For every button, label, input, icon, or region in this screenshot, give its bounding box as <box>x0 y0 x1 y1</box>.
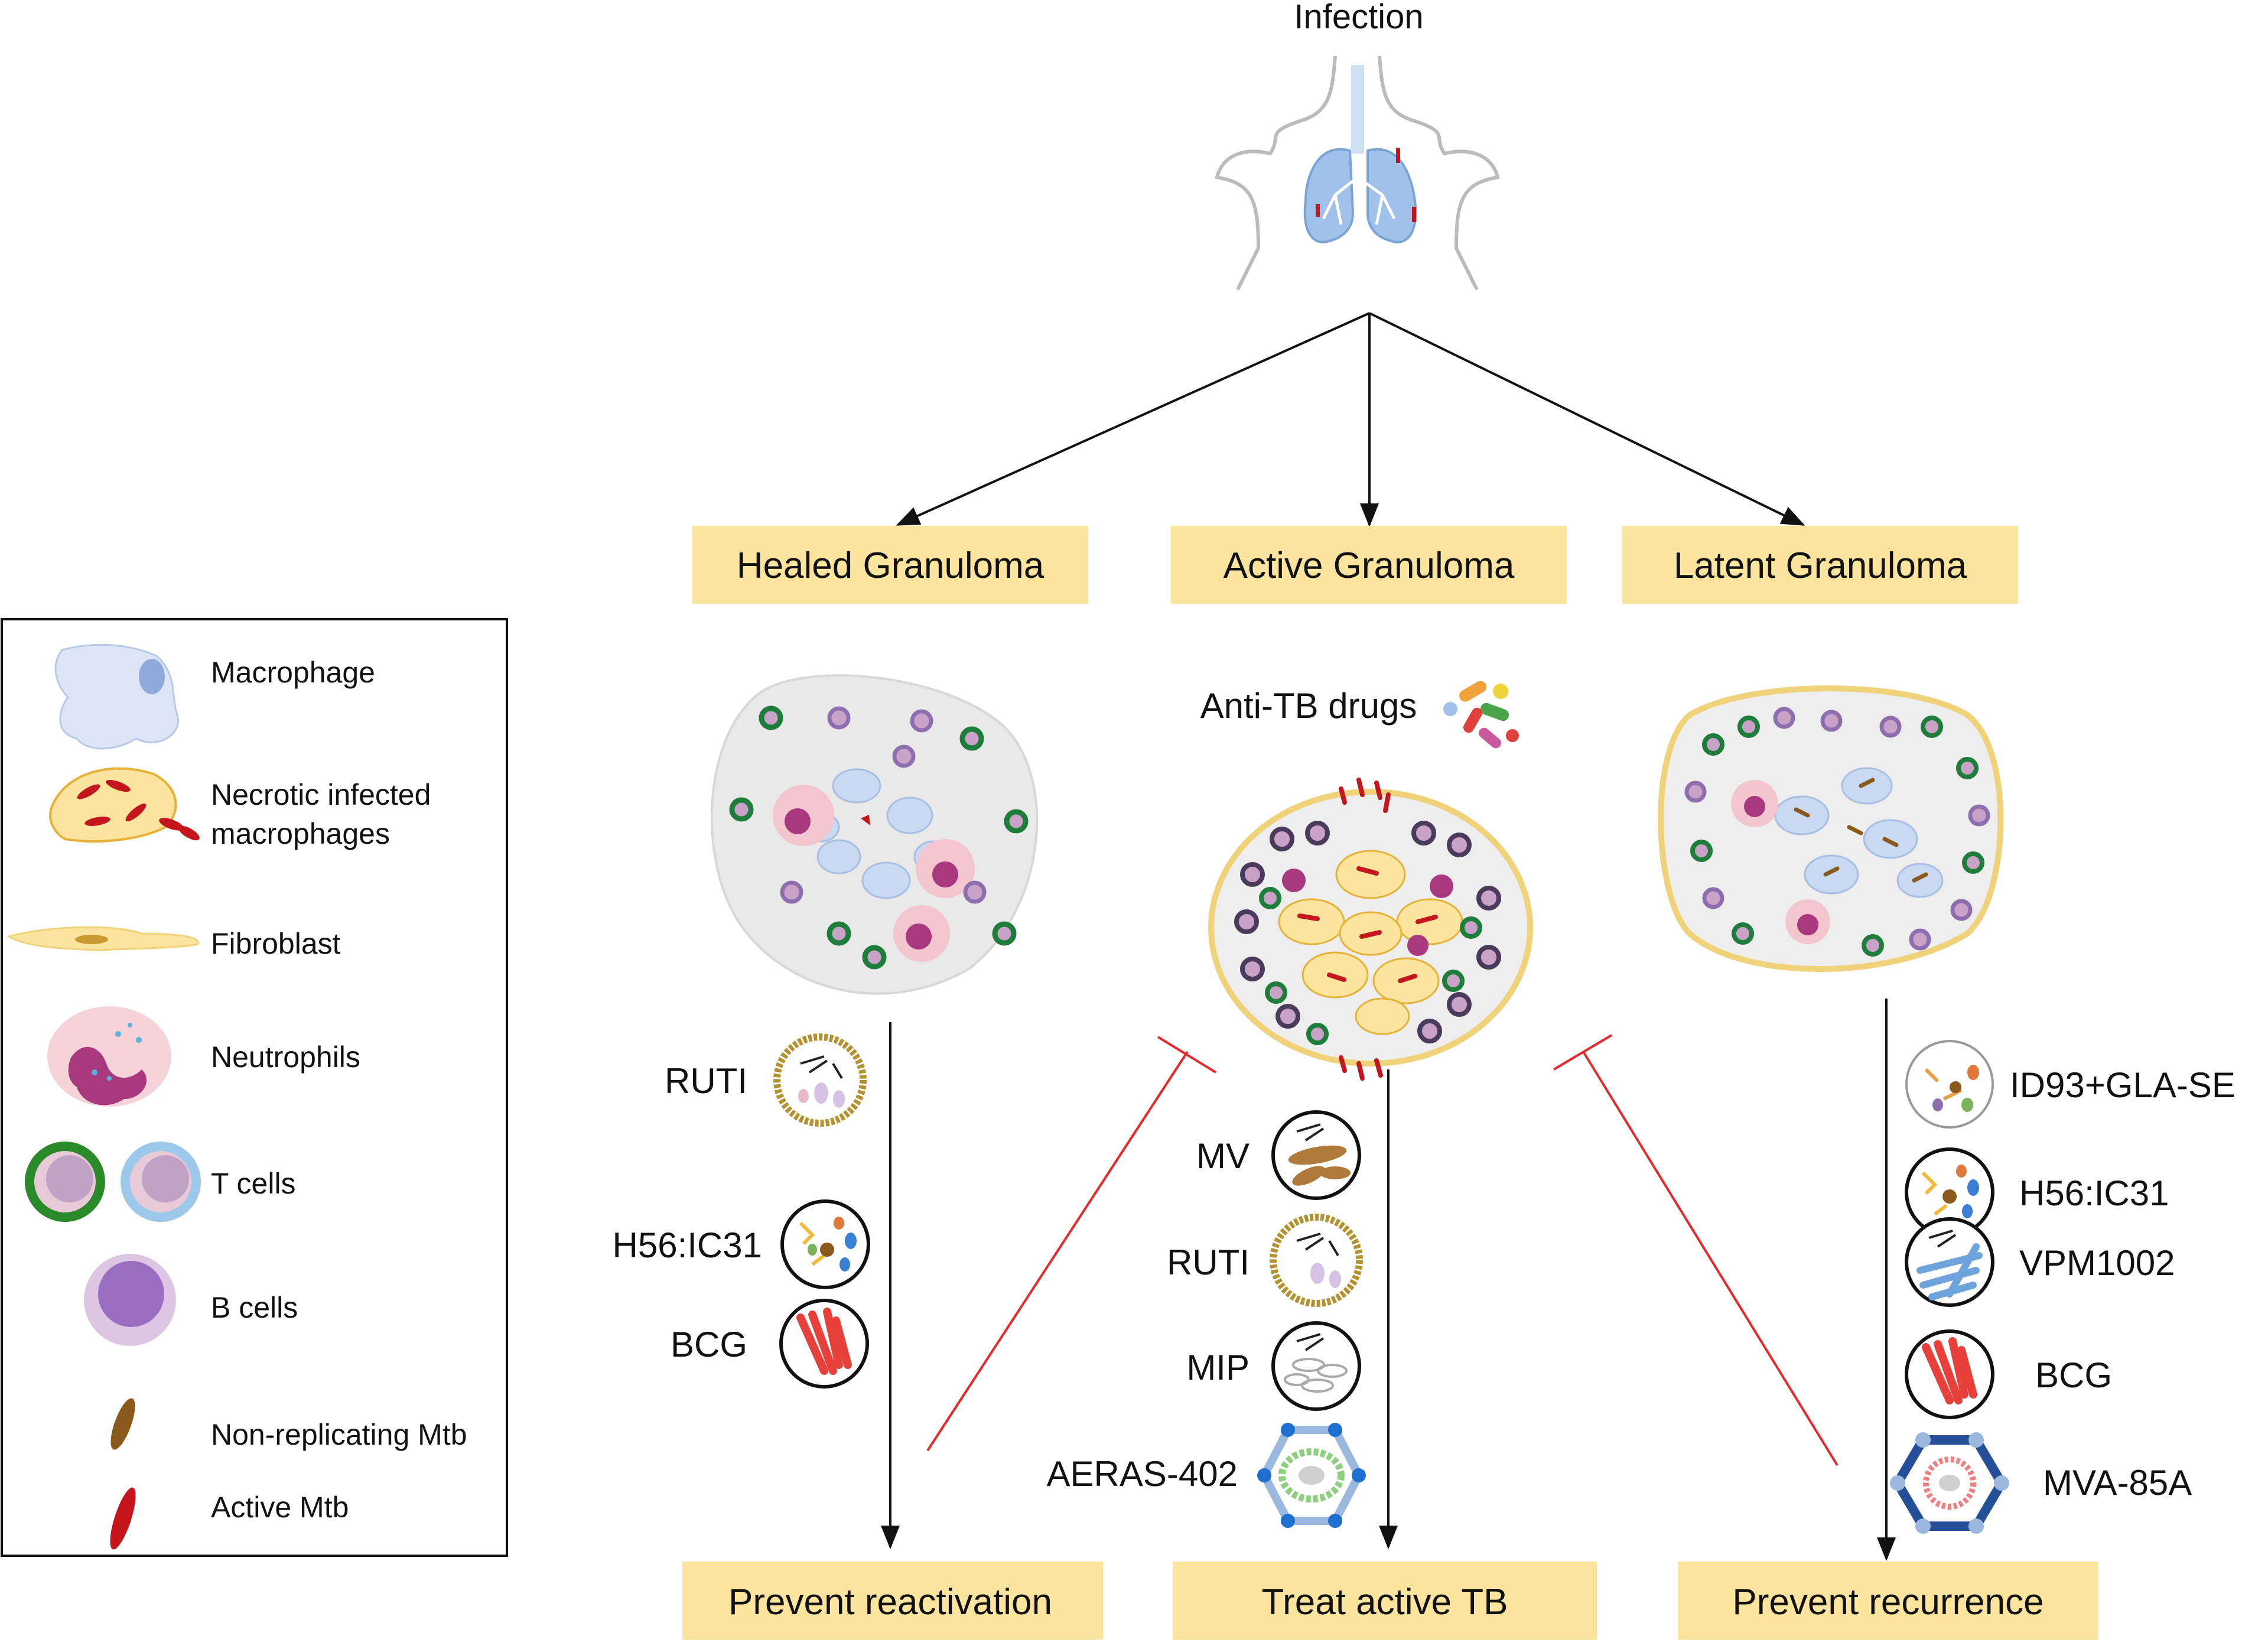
legend-bcells-label: B cells <box>211 1291 298 1324</box>
latent-granuloma-image <box>1658 685 2004 972</box>
outcome-arrows <box>881 999 1896 1561</box>
h56-icon <box>780 1199 870 1289</box>
legend-active-label: Active Mtb <box>211 1491 349 1524</box>
t-cell-blue-icon <box>121 1142 201 1222</box>
vaccine-right-mva: MVA-85A <box>2043 1463 2192 1503</box>
stage-active-box: Active Granuloma <box>1171 526 1567 604</box>
ruti-center-icon <box>1270 1214 1363 1307</box>
vaccine-center-ruti: RUTI <box>1167 1243 1249 1282</box>
inhibition-lines <box>926 1034 1839 1467</box>
legend-macrophage-label: Macrophage <box>211 656 375 689</box>
id93-icon <box>1905 1040 1994 1129</box>
vaccine-left-bcg: BCG <box>671 1325 747 1364</box>
legend-neutrophils-label: Neutrophils <box>211 1041 360 1074</box>
active-mtb-icon <box>110 1487 136 1550</box>
macrophage-icon <box>54 643 179 750</box>
vaccine-center-mv: MV <box>1196 1136 1249 1176</box>
mip-icon <box>1271 1321 1361 1411</box>
nonreplicating-mtb-icon <box>110 1398 135 1450</box>
vaccine-right-bcg: BCG <box>2035 1355 2112 1395</box>
necrotic-macrophage-icon <box>49 767 200 843</box>
legend-necrotic-label-1: Necrotic infected <box>211 778 431 811</box>
vaccines-left: RUTI H56:IC31 BCG <box>613 1033 870 1389</box>
pills-icon <box>1443 681 1519 749</box>
bcg-icon <box>779 1299 869 1389</box>
infection-branch-arrows <box>896 312 1805 527</box>
bcg-right-icon <box>1905 1329 1994 1419</box>
legend-nonrep-label: Non-replicating Mtb <box>211 1418 467 1451</box>
legend-necrotic-label-2: macrophages <box>211 817 390 850</box>
mv-icon <box>1271 1110 1361 1200</box>
vaccine-left-h56: H56:IC31 <box>613 1225 762 1265</box>
stage-healed-label: Healed Granuloma <box>737 545 1044 586</box>
legend-fibroblast-label: Fibroblast <box>211 927 341 960</box>
legend-box: Macrophage Necrotic infected macrophages… <box>1 618 508 1557</box>
neutrophil-icon <box>47 1006 171 1107</box>
legend-tcells-label: T cells <box>211 1167 296 1200</box>
anti-tb-drugs: Anti-TB drugs <box>1200 681 1519 749</box>
vaccine-right-h56: H56:IC31 <box>2019 1173 2169 1213</box>
vaccine-right-vpm: VPM1002 <box>2019 1243 2175 1283</box>
stage-healed-box: Healed Granuloma <box>692 526 1088 604</box>
b-cell-icon <box>84 1254 176 1346</box>
vpm1002-icon <box>1905 1217 1994 1307</box>
active-granuloma-image <box>1208 778 1533 1081</box>
outcome-reactivation-box: Prevent reactivation <box>682 1562 1103 1640</box>
mva-85a-icon <box>1890 1432 2009 1534</box>
anti-tb-drugs-label: Anti-TB drugs <box>1200 686 1417 726</box>
healed-granuloma-image <box>710 674 1039 995</box>
vaccine-left-ruti: RUTI <box>665 1061 747 1101</box>
outcome-recurrence-box: Prevent recurrence <box>1678 1562 2098 1640</box>
fibroblast-icon <box>6 926 199 951</box>
outcome-recurrence-label: Prevent recurrence <box>1732 1582 2044 1623</box>
aeras-402-icon <box>1257 1423 1366 1528</box>
vaccine-center-mip: MIP <box>1186 1348 1249 1387</box>
ruti-icon <box>773 1033 867 1127</box>
stage-active-label: Active Granuloma <box>1224 545 1515 586</box>
vaccine-right-id93: ID93+GLA-SE <box>2010 1065 2236 1105</box>
vaccines-right: ID93+GLA-SE H56:IC31 VPM1002 BCG <box>1890 1040 2236 1534</box>
stage-latent-label: Latent Granuloma <box>1674 545 1967 586</box>
outcome-reactivation-label: Prevent reactivation <box>728 1582 1052 1623</box>
stage-latent-box: Latent Granuloma <box>1622 526 2018 604</box>
t-cell-green-icon <box>25 1142 105 1222</box>
vaccines-center: MV RUTI MIP AERAS-402 <box>1047 1110 1366 1528</box>
lungs-body-icon <box>1215 56 1500 291</box>
outcome-treat-box: Treat active TB <box>1173 1562 1597 1640</box>
infection-label: Infection <box>1294 0 1423 36</box>
outcome-treat-label: Treat active TB <box>1262 1582 1508 1623</box>
vaccine-center-aeras: AERAS-402 <box>1047 1454 1238 1494</box>
